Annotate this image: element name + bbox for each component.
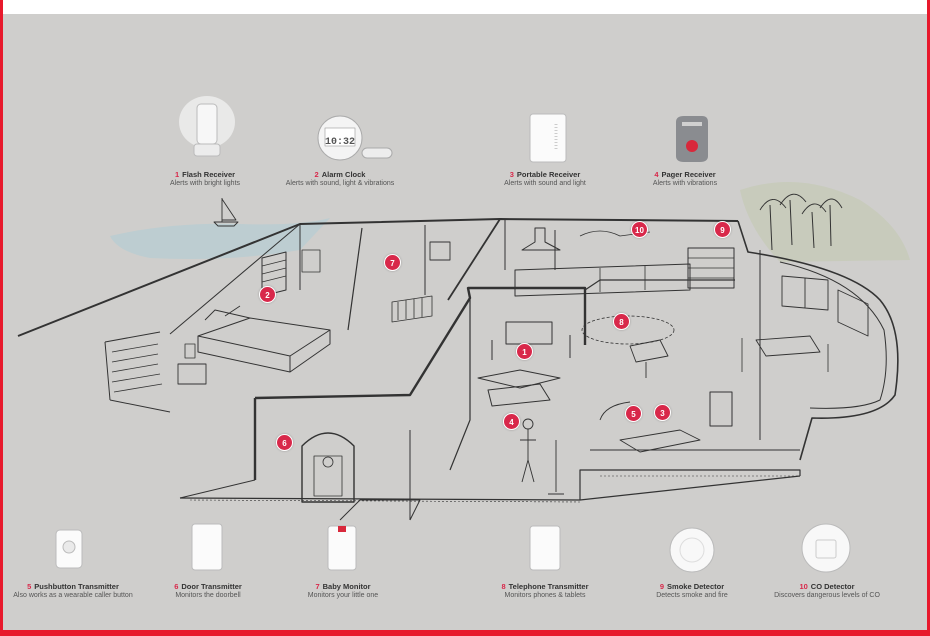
marker-8: 8 <box>613 313 630 330</box>
marker-10: 10 <box>631 221 648 238</box>
marker-4: 4 <box>503 413 520 430</box>
marker-9: 9 <box>714 221 731 238</box>
door-transmitter-icon <box>191 523 223 571</box>
clock-display: 10:32 <box>325 137 356 148</box>
flash-receiver-icon <box>179 96 235 157</box>
alarm-clock-icon <box>317 115 393 161</box>
marker-2: 2 <box>259 286 276 303</box>
smoke-detector-icon <box>669 527 715 573</box>
co-detector-icon <box>801 523 851 573</box>
marker-7: 7 <box>384 254 401 271</box>
pager-receiver-icon <box>676 116 708 162</box>
portable-receiver-icon <box>529 113 567 163</box>
baby-monitor-icon <box>327 525 357 571</box>
marker-3: 3 <box>654 404 671 421</box>
pushbutton-transmitter-icon <box>55 529 83 569</box>
telephone-transmitter-icon <box>529 525 561 571</box>
marker-6: 6 <box>276 434 293 451</box>
marker-1: 1 <box>516 343 533 360</box>
marker-5: 5 <box>625 405 642 422</box>
